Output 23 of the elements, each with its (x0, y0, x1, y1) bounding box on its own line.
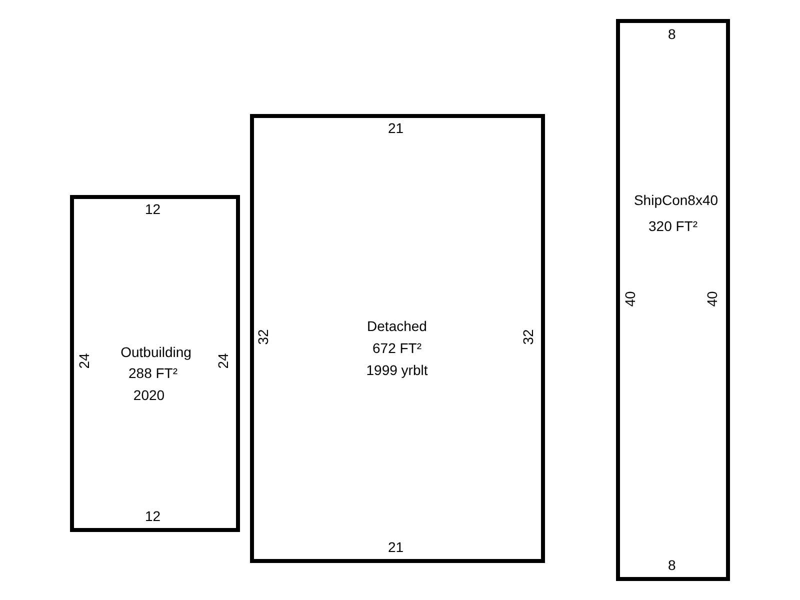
area-text: 672 FT² (372, 340, 422, 356)
building-name: Outbuilding (120, 344, 192, 360)
dimension-label: 40 (622, 291, 638, 307)
dimension-label: 32 (254, 329, 271, 345)
area-text: 288 FT² (128, 365, 178, 381)
year-built-text: 1999 yrblt (366, 362, 428, 378)
building-outline (616, 19, 730, 581)
building-outline (70, 195, 240, 532)
dimension-label: 21 (388, 120, 404, 136)
building-name: Detached (367, 318, 427, 334)
dimension-label: 8 (668, 557, 676, 573)
dimension-label: 24 (214, 353, 231, 369)
dimension-label: 12 (145, 201, 161, 217)
year-built-text: 2020 (133, 387, 165, 403)
dimension-label: 24 (76, 353, 92, 369)
dimension-label: 32 (520, 329, 536, 345)
area-text: 320 FT² (648, 218, 698, 234)
building-name: ShipCon8x40 (634, 192, 718, 208)
dimension-label: 8 (668, 26, 676, 42)
building-outline (250, 114, 545, 563)
dimension-label: 12 (145, 508, 161, 524)
dimension-label: 21 (388, 539, 404, 555)
dimension-label: 40 (704, 291, 720, 307)
